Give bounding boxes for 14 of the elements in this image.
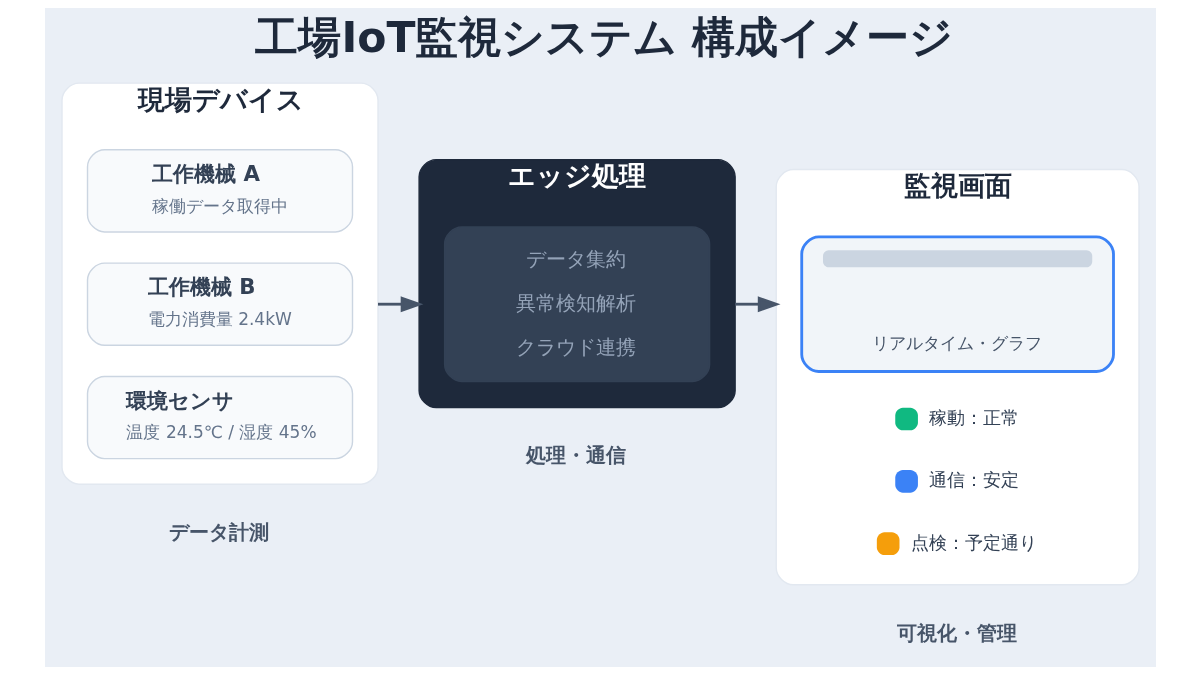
node-box: データ集約 異常検知解析 クラウド連携 [443, 226, 710, 383]
legend-label: 稼動：正常 [928, 406, 1019, 428]
node-label: データ計測 [168, 521, 269, 545]
legend-label: 点検：予定通り [910, 531, 1037, 553]
arrow [377, 296, 423, 313]
diagram-title: 工場IoT監視システム 構成イメージ [254, 12, 953, 62]
node-label: 可視化・管理 [896, 621, 1017, 645]
arrow [734, 296, 780, 313]
legend-label: 通信：安定 [928, 469, 1019, 491]
node-box: 工作機械 A 稼働データ取得中 [86, 149, 353, 233]
node-box: 環境センサ 温度 24.5℃ / 湿度 45% [86, 375, 353, 460]
node-box: 工作機械 B 電力消費量 2.4kW [86, 262, 353, 346]
node-box: リアルタイム・グラフ [799, 235, 1115, 373]
node-label: 処理・通信 [525, 444, 626, 468]
